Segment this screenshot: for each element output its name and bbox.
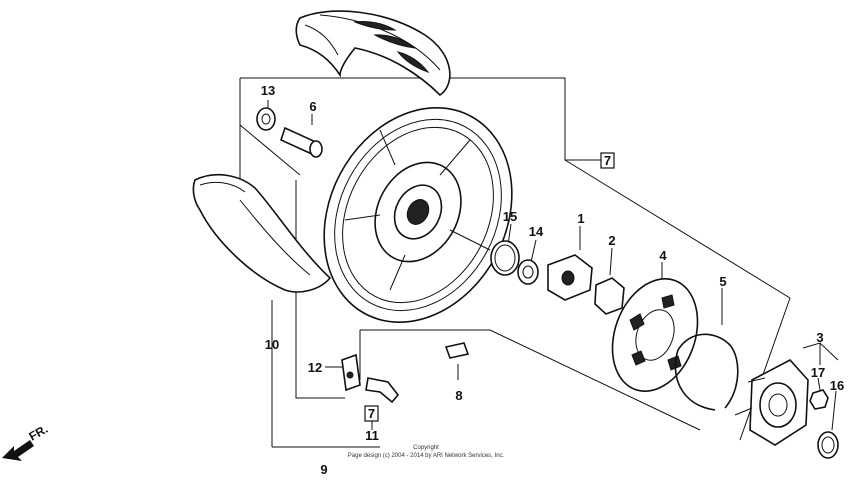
copyright-notice: Copyright Page design (c) 2004 - 2014 by… xyxy=(348,445,505,459)
front-arrow-icon xyxy=(2,440,34,461)
front-direction-indicator: FR. xyxy=(2,422,50,461)
callout-5: 5 xyxy=(719,274,726,289)
callout-15: 15 xyxy=(503,209,517,224)
callout-16: 16 xyxy=(830,378,844,393)
tire xyxy=(295,10,451,97)
box-ref-7-bottom-label: 7 xyxy=(368,406,375,421)
hub-flange-1 xyxy=(547,254,593,301)
driven-flange-3 xyxy=(734,359,809,446)
callout-6: 6 xyxy=(309,99,316,114)
callout-2: 2 xyxy=(608,233,615,248)
circlip-5 xyxy=(674,333,739,411)
callout-3: 3 xyxy=(816,330,823,345)
copyright-line-1: Copyright xyxy=(413,445,439,451)
callout-4: 4 xyxy=(659,248,667,263)
o-ring-16 xyxy=(817,431,839,459)
callout-labels: 13 6 15 14 1 2 4 5 3 17 16 10 12 8 11 9 xyxy=(261,83,844,477)
callout-12: 12 xyxy=(308,360,322,375)
bearing-14 xyxy=(517,259,539,285)
box-ref-7-top: 7 xyxy=(600,152,615,169)
callout-9: 9 xyxy=(320,462,327,477)
callout-11: 11 xyxy=(365,428,379,443)
bracket-12 xyxy=(341,353,361,392)
callout-13: 13 xyxy=(261,83,275,98)
mudguard xyxy=(192,173,332,293)
callout-10: 10 xyxy=(265,337,279,352)
leader-lines xyxy=(239,77,839,448)
sprocket-plate-4 xyxy=(611,278,699,392)
callout-17: 17 xyxy=(811,365,825,380)
box-ref-7-top-label: 7 xyxy=(604,153,611,168)
nut-17 xyxy=(809,389,829,410)
callout-1: 1 xyxy=(577,211,584,226)
callout-14: 14 xyxy=(529,224,544,239)
wheel-rim xyxy=(323,107,513,323)
spacer-6 xyxy=(280,126,323,158)
damper-2 xyxy=(594,277,625,315)
callout-8: 8 xyxy=(455,388,462,403)
bearing-13 xyxy=(256,107,276,131)
box-ref-7-bottom: 7 xyxy=(364,405,379,422)
clip-8 xyxy=(444,342,470,359)
o-ring-15 xyxy=(490,240,520,276)
valve-11 xyxy=(365,377,400,404)
copyright-line-2: Page design (c) 2004 - 2014 by ARI Netwo… xyxy=(348,453,505,459)
